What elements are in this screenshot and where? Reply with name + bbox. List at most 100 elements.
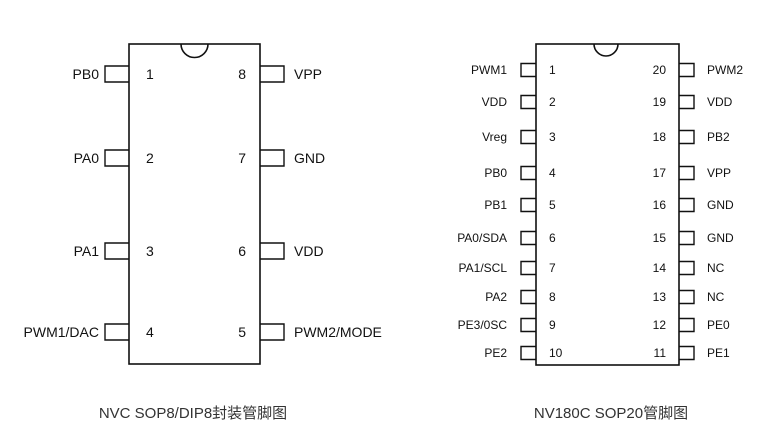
sop8-pin-label: PA1	[74, 243, 100, 259]
sop8-pin1-notch	[180, 43, 209, 59]
sop20-pin-label: VDD	[707, 95, 733, 109]
sop8-pin-label: PWM1/DAC	[24, 324, 99, 340]
sop20-pin-label: PE1	[707, 346, 730, 360]
sop20-pin-lead	[520, 94, 536, 110]
sop20-pin-number: 16	[653, 198, 667, 212]
sop20-pin-number: 20	[653, 63, 667, 77]
sop20-pin-lead	[679, 129, 695, 145]
sop8-pin-number: 2	[146, 150, 154, 166]
sop20-pin-lead	[679, 62, 695, 78]
sop8-pin-number: 4	[146, 324, 154, 340]
sop8-package-body	[128, 43, 261, 365]
sop8-pin-number: 8	[238, 66, 246, 82]
sop20-pin-label: PA0/SDA	[457, 231, 507, 245]
sop20-pin-number: 19	[653, 95, 667, 109]
sop8-pin-lead	[260, 149, 285, 167]
sop8-pin-label: VPP	[294, 66, 322, 82]
sop20-pin-label: PA2	[485, 290, 507, 304]
sop20-pin-label: NC	[707, 290, 725, 304]
sop20-pin-lead	[679, 317, 695, 333]
sop20-pin-label: PE3/0SC	[458, 318, 508, 332]
sop20-pin-14: NC 14	[653, 260, 725, 276]
sop8-pin-lead	[260, 242, 285, 260]
sop20-pin-label: PE2	[484, 346, 507, 360]
sop8-pin-lead	[260, 323, 285, 341]
sop20-pin-number: 5	[549, 198, 556, 212]
sop20-pin-number: 11	[654, 346, 667, 360]
sop8-pin-lead	[104, 65, 129, 83]
sop20-pin-lead	[679, 165, 695, 181]
sop20-pin-lead	[520, 62, 536, 78]
sop8-pin-4: PWM1/DAC 4	[24, 323, 154, 341]
sop20-pin-lead	[520, 260, 536, 276]
sop20-pin-label: PE0	[707, 318, 730, 332]
sop20-pin-number: 1	[549, 63, 556, 77]
sop8-pin-8: VPP 8	[238, 65, 322, 83]
sop20-pin-6: PA0/SDA 6	[457, 230, 556, 246]
sop20-pin-label: NC	[707, 261, 725, 275]
sop8-pin-lead	[104, 149, 129, 167]
sop20-pin-lead	[679, 230, 695, 246]
sop20-pin-11: PE1 11	[654, 345, 730, 361]
sop20-pin-number: 17	[653, 166, 667, 180]
sop20-pin-number: 15	[653, 231, 667, 245]
sop20-pin-lead	[520, 317, 536, 333]
sop8-pin-label: GND	[294, 150, 325, 166]
sop20-pin-number: 4	[549, 166, 556, 180]
sop20-pin-label: PB0	[484, 166, 507, 180]
sop20-pin-label: GND	[707, 198, 734, 212]
sop20-pin-lead	[679, 289, 695, 305]
sop20-pin-lead	[679, 345, 695, 361]
sop20-pin-number: 10	[549, 346, 563, 360]
sop20-pin-label: PB1	[484, 198, 507, 212]
sop20-pin-number: 2	[549, 95, 556, 109]
sop20-pin-4: PB0 4	[484, 165, 556, 181]
sop20-pin-label: GND	[707, 231, 734, 245]
sop8-pin-number: 3	[146, 243, 154, 259]
sop20-pin-label: Vreg	[482, 130, 507, 144]
sop20-pin-number: 6	[549, 231, 556, 245]
sop20-pin-10: PE2 10	[484, 345, 563, 361]
sop20-pin-lead	[679, 197, 695, 213]
sop20-pin-1: PWM1 1	[471, 62, 556, 78]
sop8-pin-number: 5	[238, 324, 246, 340]
sop8-pin-label: PWM2/MODE	[294, 324, 382, 340]
sop8-pin-label: VDD	[294, 243, 324, 259]
sop20-pin-lead	[520, 345, 536, 361]
sop8-pin-label: PB0	[73, 66, 100, 82]
sop20-pin-19: VDD 19	[653, 94, 733, 110]
sop8-pin-lead	[104, 242, 129, 260]
sop8-pin-label: PA0	[74, 150, 100, 166]
sop20-pin-16: GND 16	[653, 197, 734, 213]
sop20-pin-label: VPP	[707, 166, 731, 180]
sop20-pin-number: 9	[549, 318, 556, 332]
sop20-pin-label: PA1/SCL	[459, 261, 508, 275]
sop20-pin-label: PB2	[707, 130, 730, 144]
sop20-pin-5: PB1 5	[484, 197, 556, 213]
sop20-pin-13: NC 13	[653, 289, 725, 305]
sop20-pin-9: PE3/0SC 9	[458, 317, 556, 333]
sop8-pin-lead	[260, 65, 285, 83]
sop20-pin-label: PWM1	[471, 63, 507, 77]
sop8-pin-3: PA1 3	[74, 242, 154, 260]
sop20-pin-lead	[520, 197, 536, 213]
sop8-pin-lead	[104, 323, 129, 341]
sop20-pin-lead	[520, 165, 536, 181]
sop20-pin-number: 13	[653, 290, 667, 304]
sop20-pin1-notch	[593, 43, 619, 57]
sop8-pin-number: 6	[238, 243, 246, 259]
sop20-pin-lead	[679, 260, 695, 276]
sop8-pin-5: PWM2/MODE 5	[238, 323, 382, 341]
sop20-pin-number: 14	[653, 261, 667, 275]
